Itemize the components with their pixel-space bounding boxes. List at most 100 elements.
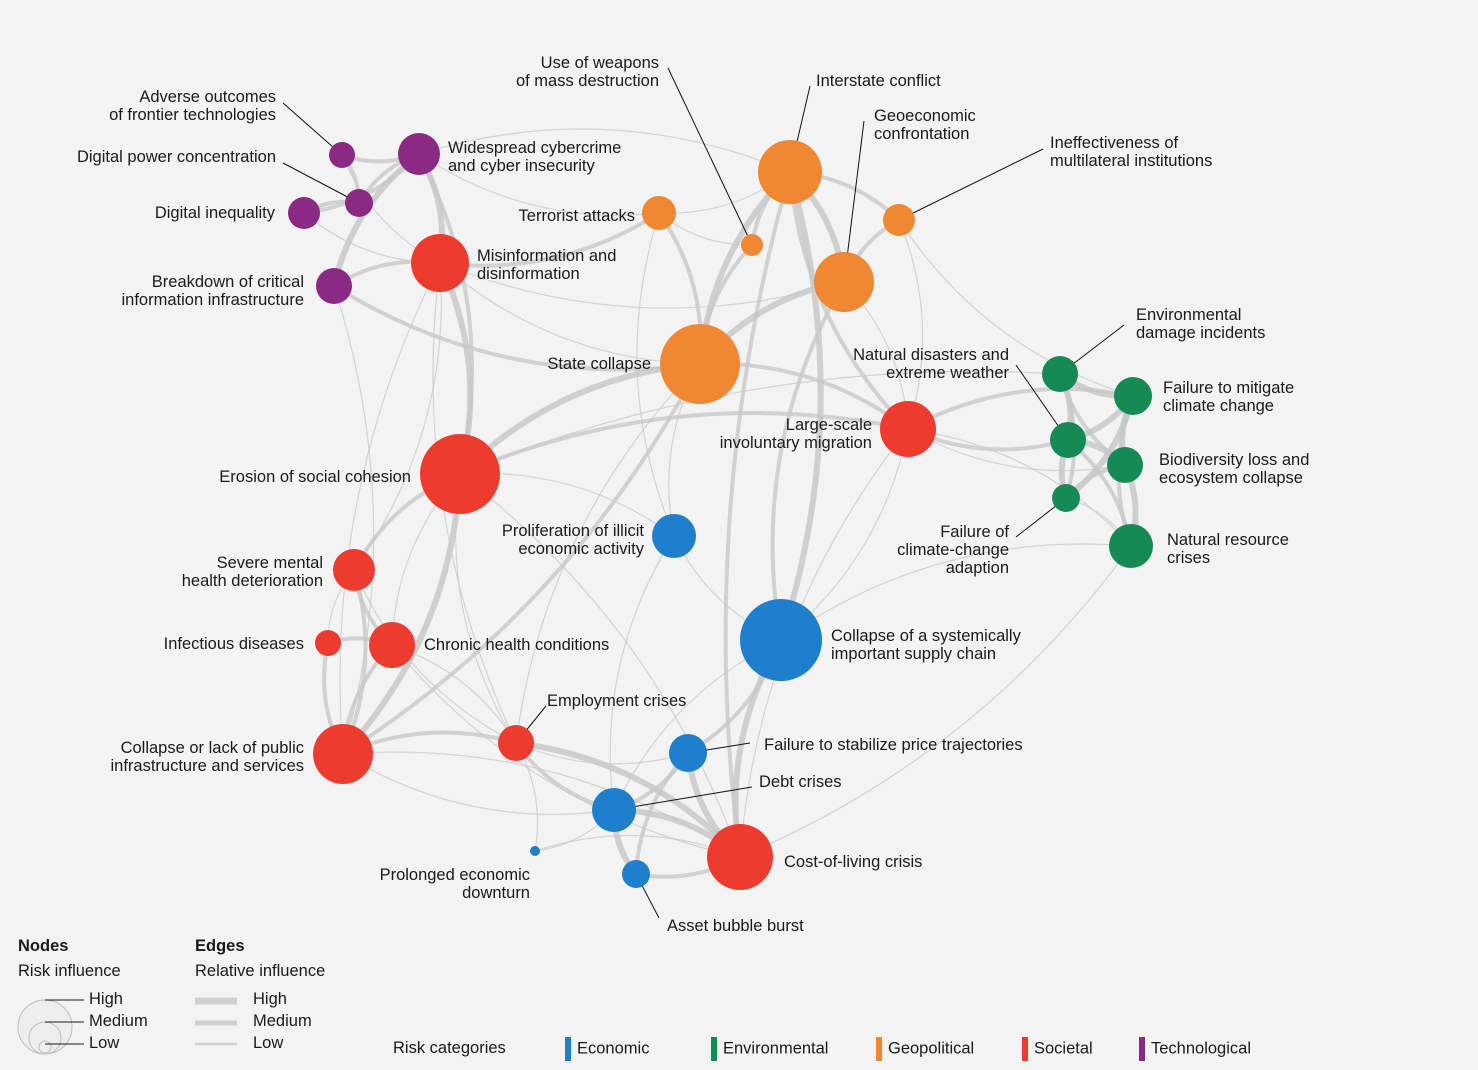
node-illicit[interactable] [652, 514, 696, 558]
edge-misinfo-geoecon [439, 262, 845, 309]
legend-edge-level-low: Low [253, 1034, 284, 1052]
node-chronic[interactable] [369, 622, 415, 668]
node-interstate[interactable] [758, 140, 822, 204]
edge-terror-misinfo [438, 211, 661, 268]
node-adapt[interactable] [1052, 484, 1080, 512]
node-misinfo[interactable] [411, 234, 469, 292]
edge-employment-price [515, 742, 689, 765]
label-line: disinformation [477, 265, 580, 283]
label-infectious: Infectious diseases [164, 635, 304, 653]
label-line: Erosion of social cohesion [219, 468, 411, 486]
economic-swatch [565, 1037, 571, 1061]
node-bubble[interactable] [622, 860, 650, 888]
legend-edges-title: Edges [195, 937, 245, 955]
label-line: Use of weapons [541, 54, 659, 72]
label-line: Failure to mitigate [1163, 379, 1294, 397]
label-line: Collapse of a systemically [831, 627, 1022, 645]
leader-line-digpower [282, 162, 360, 204]
node-multilat[interactable] [883, 204, 915, 236]
label-line: Geoeconomic [874, 107, 976, 125]
label-chronic: Chronic health conditions [424, 636, 609, 654]
node-downturn[interactable] [530, 846, 540, 856]
legend-node-level-high: High [89, 990, 123, 1008]
edge-misinfo-mental [353, 262, 442, 571]
node-mitigate[interactable] [1114, 377, 1152, 415]
legend-edge-widths [195, 997, 237, 1046]
label-interstate: Interstate conflict [816, 72, 941, 90]
leader-line-layer [282, 67, 1125, 919]
leader-line-adverse [282, 102, 343, 156]
node-diginequal[interactable] [288, 197, 320, 229]
label-line: involuntary migration [720, 434, 872, 452]
node-costliving[interactable] [707, 824, 773, 890]
label-line: Environmental [1136, 306, 1241, 324]
label-line: Large-scale [786, 416, 872, 434]
label-line: infrastructure and services [111, 757, 305, 775]
node-envdamage[interactable] [1042, 356, 1078, 392]
label-line: Interstate conflict [816, 72, 941, 90]
node-wmd[interactable] [741, 234, 763, 256]
node-cohesion[interactable] [420, 434, 500, 514]
node-statecollapse[interactable] [660, 324, 740, 404]
legend-node-sizes [17, 999, 84, 1055]
legend-nodes-title: Nodes [18, 937, 69, 955]
node-natres[interactable] [1109, 524, 1153, 568]
label-statecollapse: State collapse [547, 355, 651, 373]
legend-category-environmental: Environmental [711, 1037, 828, 1061]
edge-breakdown-publicinfra [333, 285, 375, 755]
node-price[interactable] [669, 734, 707, 772]
node-adverse[interactable] [329, 142, 355, 168]
node-natdisaster[interactable] [1050, 422, 1086, 458]
node-supplychain[interactable] [740, 599, 822, 681]
node-terror[interactable] [642, 196, 676, 230]
edge-geoecon-supplychain [770, 280, 846, 642]
node-biodiv[interactable] [1107, 447, 1143, 483]
node-cyber[interactable] [398, 133, 440, 175]
node-digpower[interactable] [345, 189, 373, 217]
node-geoecon[interactable] [814, 252, 874, 312]
edge-mental-employment [353, 569, 517, 744]
legend-category-geopolitical: Geopolitical [876, 1037, 974, 1061]
label-price: Failure to stabilize price trajectories [764, 736, 1023, 754]
leader-line-wmd [667, 67, 753, 246]
label-line: extreme weather [886, 364, 1009, 382]
label-line: Natural resource [1167, 531, 1289, 549]
label-line: Adverse outcomes [139, 88, 276, 106]
environmental-swatch [711, 1037, 717, 1061]
edge-illicit-terror [636, 212, 675, 537]
label-line: Severe mental [217, 554, 323, 572]
label-terror: Terrorist attacks [519, 207, 635, 225]
node-breakdown[interactable] [316, 268, 352, 304]
legend-edge-level-high: High [253, 990, 287, 1008]
node-debt[interactable] [592, 788, 636, 832]
edge-cyber-cohesion [417, 152, 474, 476]
legend-nodes-subtitle: Risk influence [18, 962, 121, 980]
node-employment[interactable] [498, 725, 534, 761]
node-mental[interactable] [333, 549, 375, 591]
geopolitical-swatch [876, 1037, 882, 1061]
label-line: Collapse or lack of public [121, 739, 304, 757]
node-migration[interactable] [880, 401, 936, 457]
label-line: Employment crises [547, 692, 686, 710]
edge-multilat-mitigate [898, 219, 1134, 397]
edge-natres-costliving [739, 545, 1132, 858]
label-line: Proliferation of illicit [502, 522, 645, 540]
node-infectious[interactable] [315, 630, 341, 656]
node-publicinfra[interactable] [313, 724, 373, 784]
label-line: Misinformation and [477, 247, 616, 265]
label-cohesion: Erosion of social cohesion [219, 468, 411, 486]
legend-node-level-medium: Medium [89, 1012, 148, 1030]
label-diginequal: Digital inequality [155, 204, 276, 222]
